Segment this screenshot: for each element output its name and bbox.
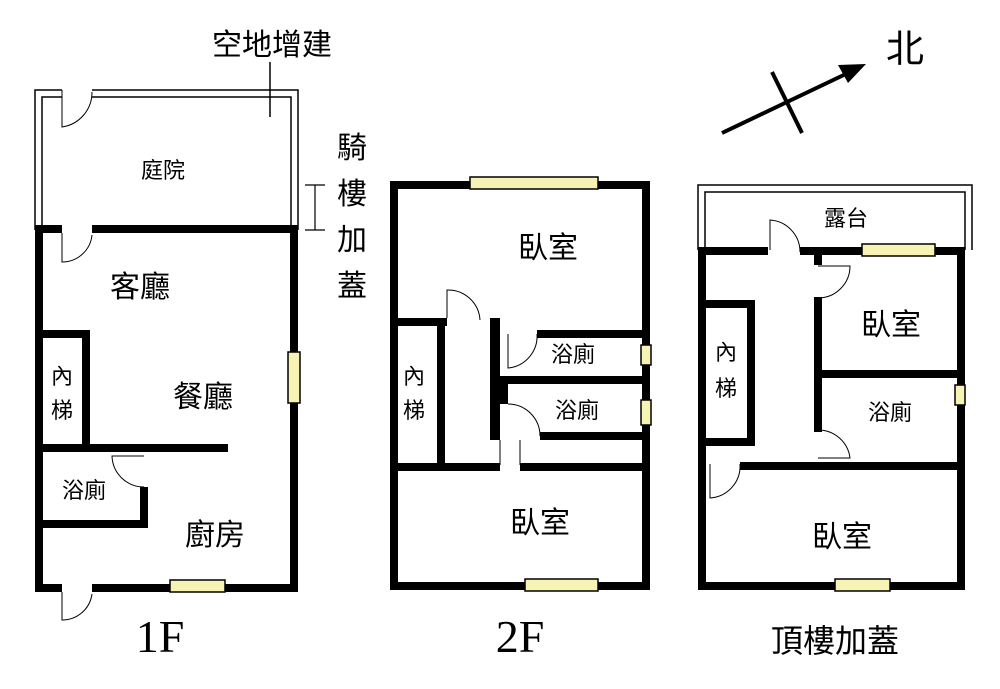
- door-entry: [61, 592, 93, 621]
- window-2f-bath2: [640, 399, 652, 426]
- room-bedroom-top: 臥室: [518, 231, 578, 266]
- room-terrace: 露台: [824, 207, 868, 232]
- courtyard-outline: [34, 89, 299, 230]
- floor-label-2f: 2F: [496, 611, 545, 662]
- room-bath: 浴廁: [868, 401, 912, 426]
- room-stair-2: 梯: [51, 399, 73, 424]
- room-stair-1: 內: [51, 365, 73, 390]
- window-2f-bath1: [640, 344, 652, 366]
- door-roof-bedroom: [817, 265, 851, 299]
- floor-label-rooftop: 頂樓加蓋: [771, 622, 899, 660]
- room-courtyard: 庭院: [141, 159, 185, 184]
- room-stair-1: 內: [403, 365, 425, 390]
- window-roof-bath: [954, 384, 966, 406]
- terrace-outline: [697, 184, 973, 250]
- label-arcade-2: 樓: [337, 177, 367, 212]
- door-2f-stair: [446, 289, 481, 321]
- north-label: 北: [886, 27, 924, 71]
- window-roof-bottom: [834, 578, 891, 592]
- room-kitchen: 廚房: [185, 518, 245, 553]
- room-bedroom-bottom: 臥室: [510, 506, 570, 541]
- door-terrace: [769, 219, 801, 253]
- door-2f-bedroom: [499, 440, 521, 465]
- door-2f-bath2: [507, 403, 541, 437]
- room-bath: 浴廁: [62, 479, 106, 504]
- door-bath-1f: [111, 455, 145, 488]
- label-arcade-3: 加: [337, 223, 367, 258]
- floor-label-1f: 1F: [136, 611, 185, 662]
- label-open-space-extension: 空地增建: [212, 28, 332, 63]
- dimension-marker: [305, 184, 325, 231]
- room-stair-2: 梯: [403, 399, 425, 424]
- door-2f-bath1: [507, 333, 538, 369]
- window-1f-right: [287, 351, 301, 404]
- door-roof-bedroom-bottom: [709, 463, 741, 499]
- annotations: 空地增建 騎 樓 加 蓋: [212, 28, 367, 304]
- window-1f-bottom: [169, 579, 226, 593]
- floor-rooftop: 露台 內 梯 臥室 浴廁 臥室 頂樓加蓋: [697, 184, 973, 660]
- north-arrow: 北: [721, 27, 924, 135]
- room-bath-2: 浴廁: [555, 399, 599, 424]
- window-2f-top: [469, 176, 599, 190]
- room-stair-1: 內: [715, 341, 737, 366]
- window-2f-bottom: [524, 578, 599, 592]
- label-arcade-4: 蓋: [337, 269, 367, 304]
- room-dining: 餐廳: [173, 380, 233, 415]
- window-roof-top: [861, 243, 936, 257]
- room-bedroom-top: 臥室: [861, 308, 921, 343]
- door-roof-bath: [817, 429, 851, 459]
- door-living: [61, 233, 93, 263]
- room-stair-2: 梯: [715, 377, 737, 402]
- door-courtyard: [61, 90, 93, 128]
- label-arcade-1: 騎: [337, 131, 367, 166]
- floor-1f: 庭院 客廳 餐廳 內 梯 浴廁 廚房 1F: [34, 89, 301, 662]
- room-bedroom-bottom: 臥室: [812, 520, 872, 555]
- room-living: 客廳: [110, 270, 170, 305]
- floor-2f: 臥室 內 梯 浴廁 浴廁 臥室 2F: [390, 176, 652, 662]
- room-bath-1: 浴廁: [551, 343, 595, 368]
